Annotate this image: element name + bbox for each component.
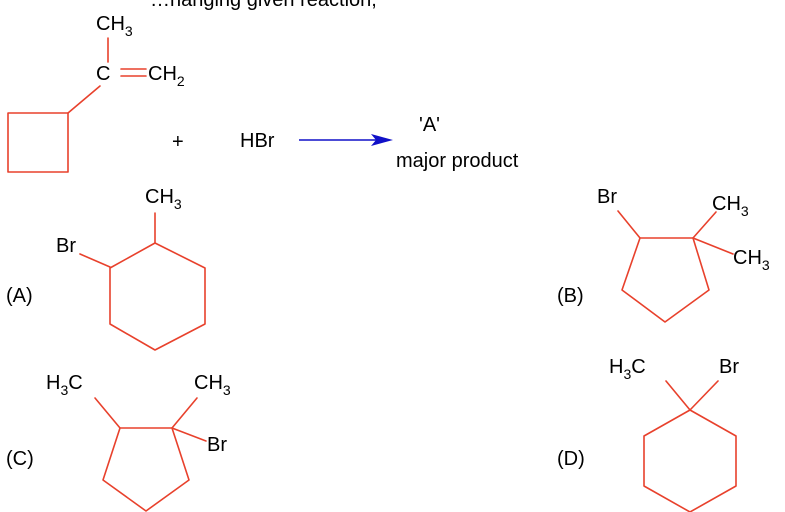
option-a-cyclohexane-ring <box>109 242 206 351</box>
option-b-label: (B) <box>557 285 584 307</box>
option-a: (A) CH3 Br <box>6 186 206 351</box>
cyclobutane-ring <box>7 112 69 173</box>
option-c-bond-h3c <box>94 397 121 429</box>
option-a-label: (A) <box>6 285 33 307</box>
option-b-bond-ch3-bottom <box>692 237 734 255</box>
reactant-ch2-label: CH2 <box>148 63 185 89</box>
option-c-bond-br <box>171 427 207 442</box>
option-c-h3c: H3C <box>46 372 83 398</box>
option-c-bond-ch3 <box>171 397 198 429</box>
question-text-fragment: …hanging given reaction, <box>150 0 377 11</box>
arrow-head <box>371 134 393 146</box>
option-d-bond-br <box>689 380 719 411</box>
option-a-br: Br <box>56 235 76 257</box>
option-c-ch3: CH3 <box>194 372 231 398</box>
option-d-label: (D) <box>557 448 585 470</box>
option-b-br: Br <box>597 186 617 208</box>
option-d-br: Br <box>719 356 739 378</box>
reaction-arrow <box>299 134 393 146</box>
option-b-ch3-bottom: CH3 <box>733 247 770 273</box>
reactant-molecule: CH3 C CH2 <box>7 13 185 173</box>
option-a-bond-br <box>79 253 111 268</box>
product-caption: major product <box>396 150 519 172</box>
option-c-cyclopentane-ring <box>102 427 190 512</box>
option-c-br: Br <box>207 434 227 456</box>
reactant-ch3-label: CH3 <box>96 13 133 39</box>
option-d: (D) H3C Br <box>557 356 739 512</box>
option-b-cyclopentane-ring <box>621 237 710 323</box>
option-b-bond-ch3-top <box>692 211 717 239</box>
option-c: (C) H3C CH3 Br <box>6 372 231 512</box>
option-a-ch3: CH3 <box>145 186 182 212</box>
option-b-ch3-top: CH3 <box>712 193 749 219</box>
option-b-bond-br <box>617 210 641 239</box>
option-d-cyclohexane-ring <box>643 409 737 512</box>
bond-ring-to-vinyl <box>67 85 101 114</box>
option-b: (B) Br CH3 CH3 <box>557 186 770 323</box>
product-label: 'A' <box>419 114 440 136</box>
option-d-h3c: H3C <box>609 356 646 382</box>
reactant-vinyl-carbon: C <box>96 63 110 85</box>
option-c-label: (C) <box>6 448 34 470</box>
reagent-hbr: HBr <box>240 130 275 152</box>
plus-sign: + <box>172 131 184 153</box>
option-d-bond-h3c <box>665 380 691 411</box>
